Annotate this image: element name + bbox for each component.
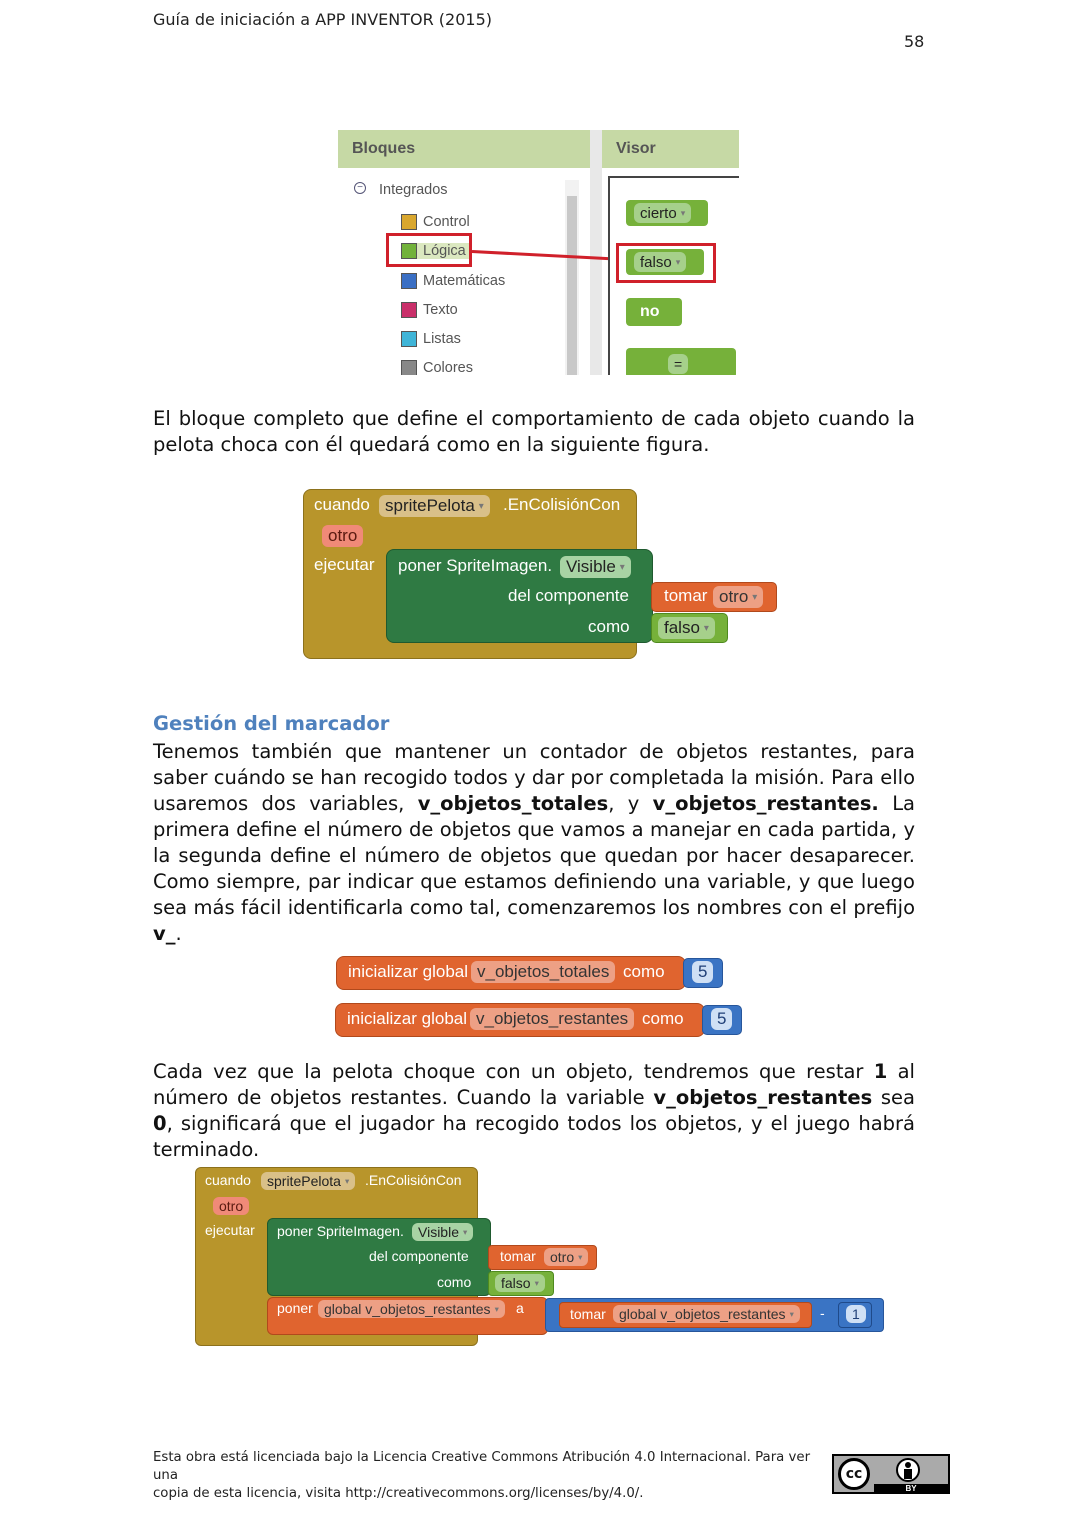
event-name: .EnColisiónCon [503,495,621,514]
set2-var-dropdown[interactable]: global v_objetos_restantes▾ [318,1300,505,1318]
property-dropdown[interactable]: Visible▾ [560,556,631,578]
running-header: Guía de iniciación a APP INVENTOR (2015) [153,10,492,29]
var-name-restantes[interactable]: v_objetos_restantes [470,1008,635,1030]
logic-highlight-box [386,233,472,267]
set-label: poner SpriteImagen. [277,1223,404,1239]
paragraph-intro: El bloque completo que define el comport… [153,407,915,456]
init-label: inicializar global [348,962,469,981]
false-dropdown[interactable]: falso▾ [658,617,716,639]
not-block[interactable]: no [626,298,682,326]
tree-item-text[interactable]: Texto [401,302,458,318]
minus-operator[interactable]: - [820,1305,825,1321]
get-label: tomar [664,586,708,605]
attribution-person-icon [896,1458,920,1482]
set2-to-label: a [516,1300,524,1316]
component-dropdown[interactable]: spritePelota▾ [379,495,490,517]
paragraph-subtract: Cada vez que la pelota choque con un obj… [153,1060,915,1161]
tree-root[interactable]: Integrados [379,182,448,198]
of-component-label: del componente [508,586,629,605]
tree-item-math[interactable]: Matemáticas [401,273,505,289]
section-heading: Gestión del marcador [153,712,390,735]
number-value[interactable]: 5 [692,961,714,983]
tree-item-logic[interactable]: Lógica [401,243,470,259]
number-value[interactable]: 5 [711,1008,733,1030]
get2-label: tomar [570,1306,606,1322]
cc-icon: cc [838,1458,870,1490]
viewer-panel-title: Visor [602,130,739,168]
as-label: como [623,962,665,981]
by-label: BY [874,1484,948,1493]
cc-by-badge: cc BY [832,1454,950,1494]
tree-item-control[interactable]: Control [401,214,470,230]
when-label: cuando [314,495,370,514]
license-footer: Esta obra está licenciada bajo la Licenc… [153,1449,813,1503]
page-number: 58 [904,32,925,51]
number-one[interactable]: 1 [846,1305,866,1323]
do-label: ejecutar [314,555,375,574]
property-dropdown[interactable]: Visible▾ [412,1223,474,1241]
param-otro[interactable]: otro [213,1197,250,1215]
get-var-dropdown[interactable]: otro▾ [713,586,764,608]
var-name-totales[interactable]: v_objetos_totales [471,961,616,983]
event-name: .EnColisiónCon [365,1172,462,1188]
blocks-panel-title: Bloques [338,130,590,168]
false-block[interactable]: falso▾ [626,249,704,275]
false-highlight-box [616,243,716,283]
license-line-2: copia de esta licencia, visita http://cr… [153,1486,644,1501]
set-label: poner SpriteImagen. [398,556,553,575]
compare-operator[interactable]: = [668,354,689,374]
true-block[interactable]: cierto▾ [626,200,708,226]
compare-block[interactable]: = [626,348,736,375]
panel-divider [590,130,602,375]
scrollbar-thumb[interactable] [567,196,577,375]
param-otro[interactable]: otro [322,525,364,547]
when-label: cuando [205,1172,251,1188]
init-label: inicializar global [347,1009,468,1028]
component-dropdown[interactable]: spritePelota▾ [261,1172,356,1190]
get-label: tomar [500,1248,536,1264]
get-var-dropdown[interactable]: otro▾ [544,1248,589,1266]
do-label: ejecutar [205,1222,255,1238]
false-dropdown[interactable]: falso▾ [495,1274,545,1292]
blocks-editor-screenshot: Bloques Visor − Integrados Control Lógic… [338,130,739,375]
license-line-1: Esta obra está licenciada bajo la Licenc… [153,1450,811,1483]
tree-item-colors[interactable]: Colores [401,360,473,375]
to-label: como [588,617,630,636]
paragraph-counter: Tenemos también que mantener un contador… [153,740,916,945]
to-label: como [437,1274,472,1290]
tree-item-lists[interactable]: Listas [401,331,461,347]
tree-scrollbar[interactable] [565,180,579,375]
get2-var-dropdown[interactable]: global v_objetos_restantes▾ [613,1305,800,1323]
of-component-label: del componente [369,1248,469,1264]
as-label: como [642,1009,684,1028]
set2-label: poner [277,1300,313,1316]
collapse-icon[interactable]: − [354,182,366,194]
